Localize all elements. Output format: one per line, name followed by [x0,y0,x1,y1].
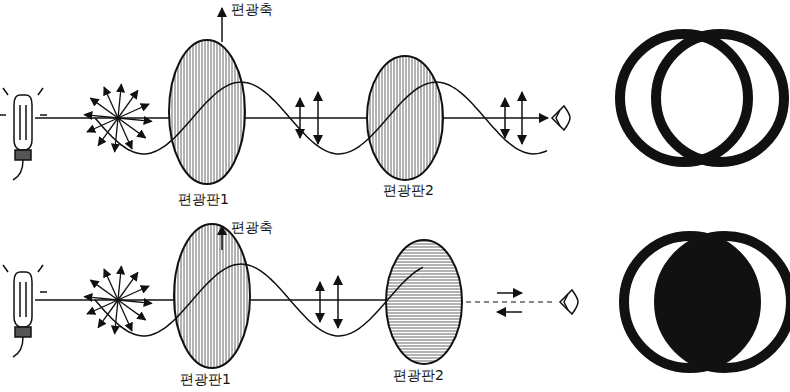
polarizer-label: 편광판2 [393,368,444,383]
eye [560,290,578,314]
overlapping-rings-dark [624,236,790,368]
axis-label: 편광축 [231,220,273,235]
burst-ray [104,87,118,118]
polarizer-label: 편광판1 [178,192,229,207]
light-wave [95,264,423,336]
burst-ray [87,300,118,314]
axis-arrow [221,226,223,250]
vertical-polarization-arrows [300,92,522,144]
vertical-polarization-arrows [320,276,338,328]
light-bulb [0,88,47,180]
burst-ray [87,118,118,132]
burst-ray [104,269,118,300]
polarizer-disk [367,56,443,180]
burst-ray [118,286,149,300]
reflection-arrows [497,293,522,312]
polarizer-label: 편광판2 [383,183,434,198]
polarizer-disk [169,40,245,184]
polarizer-label: 편광판1 [180,372,231,387]
light-wave [95,82,547,154]
eye [552,106,570,130]
axis-arrow [221,8,223,42]
overlapping-rings [620,34,784,162]
crossed-polarizer-disk [386,240,462,364]
axis-label: 편광축 [231,2,273,17]
burst-ray [118,104,149,118]
light-bulb [3,265,47,357]
polarizer-disk [174,224,250,368]
